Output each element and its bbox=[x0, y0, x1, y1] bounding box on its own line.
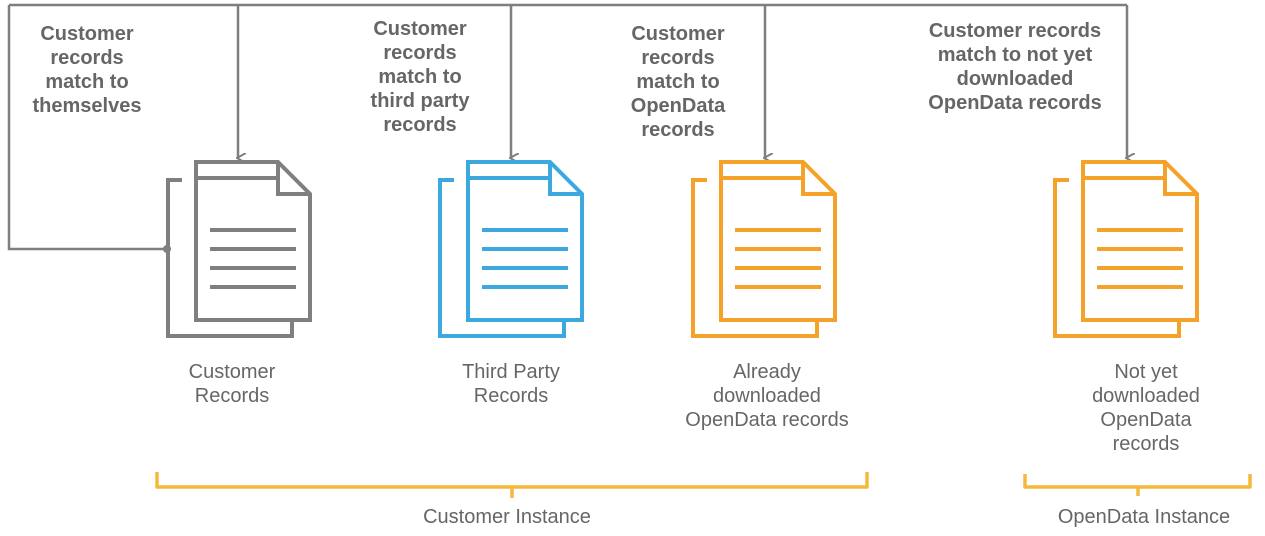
customer-instance-label: Customer Instance bbox=[423, 506, 591, 528]
text-lines bbox=[210, 228, 296, 289]
instance-brackets bbox=[155, 472, 1252, 498]
match-label-third-party: Customer records match to third party re… bbox=[370, 18, 470, 136]
opendata-instance-bracket bbox=[1023, 474, 1252, 496]
connector-lines bbox=[7, 3, 1127, 253]
text-lines bbox=[482, 228, 568, 289]
front-page bbox=[1081, 160, 1199, 322]
back-page bbox=[1053, 178, 1181, 338]
document-stack-icon bbox=[691, 160, 837, 338]
match-label-not-downloaded: Customer records match to not yet downlo… bbox=[928, 20, 1102, 114]
page-fold bbox=[548, 162, 582, 196]
page-fold bbox=[801, 162, 835, 196]
customer-instance-bracket bbox=[155, 472, 869, 498]
document-stack-icon bbox=[166, 160, 312, 338]
page-fold bbox=[276, 162, 310, 196]
back-page bbox=[438, 178, 566, 338]
opendata-instance-label: OpenData Instance bbox=[1057, 506, 1231, 528]
front-page bbox=[719, 160, 837, 322]
page-fold bbox=[1163, 162, 1197, 196]
back-page bbox=[166, 178, 294, 338]
text-lines bbox=[1097, 228, 1183, 289]
text-lines bbox=[735, 228, 821, 289]
front-page bbox=[194, 160, 312, 322]
front-page bbox=[466, 160, 584, 322]
back-page bbox=[691, 178, 819, 338]
match-label-opendata: Customer records match to OpenData recor… bbox=[630, 23, 726, 141]
document-label-customer: Customer Records bbox=[188, 361, 276, 407]
document-stack-icon bbox=[438, 160, 584, 338]
document-label-already-downloaded: Already downloaded OpenData records bbox=[685, 361, 849, 431]
match-label-self: Customer records match to themselves bbox=[32, 23, 142, 117]
document-label-not-yet-downloaded: Not yet downloaded OpenData records bbox=[1092, 361, 1200, 455]
document-stack-icon bbox=[1053, 160, 1199, 338]
document-label-third-party: Third Party Records bbox=[462, 361, 560, 407]
self-loop-line bbox=[7, 5, 167, 251]
